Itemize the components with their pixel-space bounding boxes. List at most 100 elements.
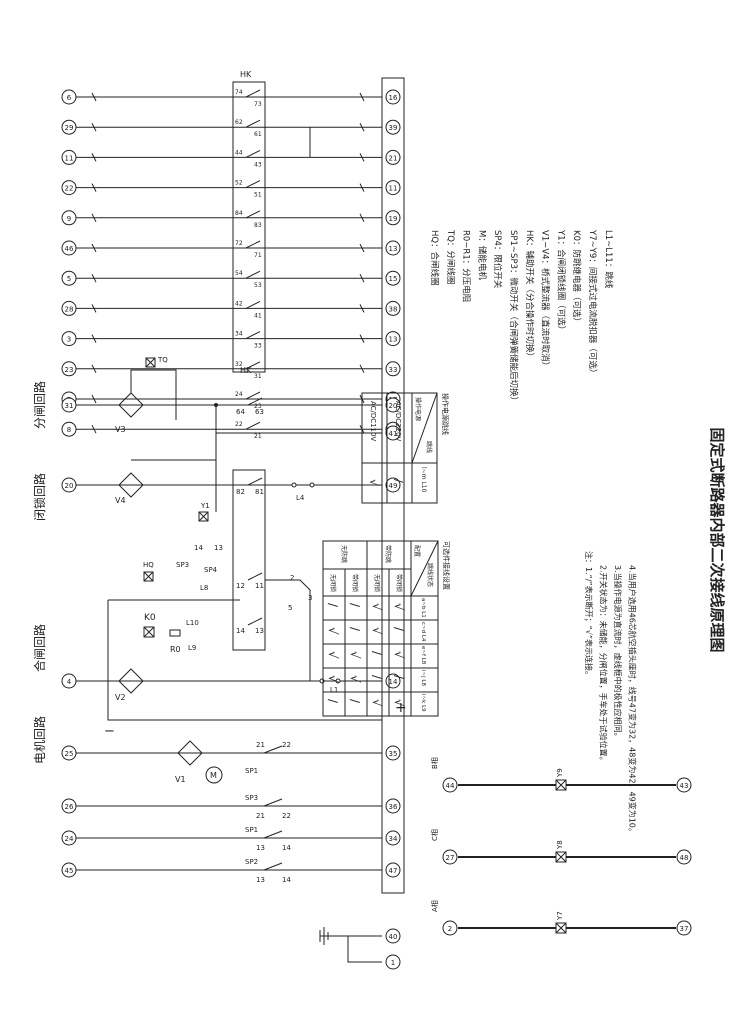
terminal-left[interactable] <box>61 862 77 878</box>
terminal-left[interactable] <box>61 180 77 196</box>
terminal-phase-left[interactable] <box>442 920 458 936</box>
terminal-right[interactable] <box>385 361 401 377</box>
terminal-right[interactable] <box>385 149 401 165</box>
terminal-left[interactable] <box>61 361 77 377</box>
switch-contact-number: 14 <box>282 876 291 884</box>
micro-switch <box>263 862 283 871</box>
label-motor-circuit: 电机回路 <box>32 716 47 764</box>
terminal-row: 7172423 <box>61 391 401 410</box>
config-col-head: i~j L8 <box>420 670 426 686</box>
terminal-left[interactable] <box>61 421 77 437</box>
terminal-left-number: 46 <box>65 245 74 253</box>
hk-contact-number: 62 <box>235 119 243 126</box>
motor-m-label: M <box>210 771 217 780</box>
hk-contact-number: 72 <box>235 240 243 247</box>
legend-item: R0~R1：分压电阻 <box>461 230 472 303</box>
terminal-ground-1[interactable] <box>385 928 401 944</box>
config-col-head: c~d L4 <box>420 622 426 642</box>
sp4-label: SP4 <box>204 566 218 574</box>
relay-k0 <box>143 626 155 638</box>
terminal-ground-2[interactable] <box>385 954 401 970</box>
terminal-lock-left-number: 20 <box>65 482 74 490</box>
config-mark: √ <box>370 627 384 635</box>
terminal-right-number: 11 <box>389 185 398 193</box>
hk-contact <box>245 210 261 219</box>
terminal-left[interactable] <box>61 830 77 846</box>
terminal-left-number: 23 <box>65 366 74 374</box>
terminal-right[interactable] <box>385 862 401 878</box>
terminal-right[interactable] <box>385 331 401 347</box>
terminal-open-right[interactable] <box>385 397 401 413</box>
terminal-lock-right[interactable] <box>385 477 401 493</box>
terminal-motor-right[interactable] <box>385 745 401 761</box>
legend-item: Y7~Y9：间接式过电流脱扣器（可选） <box>587 229 598 377</box>
coil-hq-label: HQ <box>143 561 154 569</box>
terminal-left[interactable] <box>61 331 77 347</box>
terminal-left[interactable] <box>61 149 77 165</box>
voltage-row2-mark: √ <box>367 479 380 487</box>
terminal-left[interactable] <box>61 210 77 226</box>
terminal-phase-right-number: 48 <box>680 854 689 862</box>
config-mark: ∕ <box>392 627 406 632</box>
voltage-table-head2: 操作电源 <box>414 397 422 421</box>
config-mark: √ <box>348 651 362 659</box>
terminal-right[interactable] <box>385 830 401 846</box>
hk-contact-number: 43 <box>254 161 262 168</box>
terminal-phase-right[interactable] <box>676 849 692 865</box>
connector-mark <box>359 364 365 374</box>
terminal-left[interactable] <box>61 119 77 135</box>
coil-tq-label: TQ <box>157 356 168 364</box>
link-l9-label: L9 <box>188 644 196 652</box>
terminal-left[interactable] <box>61 89 77 105</box>
terminal-open-extra[interactable] <box>385 425 401 441</box>
terminal-open-right-number: 20 <box>389 402 398 410</box>
label-open-circuit: 分闸回路 <box>32 381 47 429</box>
terminal-right-number: 36 <box>389 803 398 811</box>
terminal-phase-left[interactable] <box>442 849 458 865</box>
terminal-right[interactable] <box>385 89 401 105</box>
motor-sp1-label: SP1 <box>245 767 258 775</box>
terminal-right[interactable] <box>385 300 401 316</box>
bridge-v3-label: V3 <box>115 425 126 434</box>
phase-label: A相 <box>430 900 439 912</box>
terminal-left[interactable] <box>61 270 77 286</box>
terminal-phase-right-number: 37 <box>680 925 689 933</box>
close-contact-13b: 13 <box>214 544 223 552</box>
relay-k0-label: K0 <box>144 613 156 623</box>
config-mark: ∕ <box>326 603 340 608</box>
terminal-right[interactable] <box>385 180 401 196</box>
terminal-open-left-number: 31 <box>65 402 74 410</box>
terminal-right[interactable] <box>385 210 401 226</box>
hk-contact-number: 74 <box>235 89 243 96</box>
terminal-left[interactable] <box>61 300 77 316</box>
terminal-right[interactable] <box>385 240 401 256</box>
switch-label: SP3 <box>245 794 258 802</box>
lock-circuit: 20 49 V4 Y1 82 81 L4 <box>61 459 401 522</box>
terminal-right[interactable] <box>385 798 401 814</box>
terminal-close-left-number: 4 <box>67 678 72 686</box>
config-mark: ∕ <box>370 675 384 680</box>
terminal-phase-left[interactable] <box>442 777 458 793</box>
terminal-right[interactable] <box>385 119 401 135</box>
connector-mark <box>91 183 97 192</box>
terminal-left[interactable] <box>61 798 77 814</box>
terminal-left-number: 3 <box>67 336 71 344</box>
terminal-phase-right[interactable] <box>676 920 692 936</box>
connector-mark <box>359 183 365 192</box>
config-row-sub: 无闭锁 <box>329 574 337 592</box>
polarity-minus: − <box>104 724 115 739</box>
terminal-left[interactable] <box>61 240 77 256</box>
legend-item: SP4：限位开关 <box>492 230 503 289</box>
hk-contact <box>245 89 261 98</box>
hk-label-top: HK <box>240 70 252 79</box>
terminal-right-number: 16 <box>389 94 398 102</box>
open-circuit: 31 20 V3 TQ 64 63 41 <box>61 356 401 460</box>
terminal-phase-right[interactable] <box>676 777 692 793</box>
terminal-right[interactable] <box>385 270 401 286</box>
bridge-rectifier-v2 <box>118 668 144 694</box>
